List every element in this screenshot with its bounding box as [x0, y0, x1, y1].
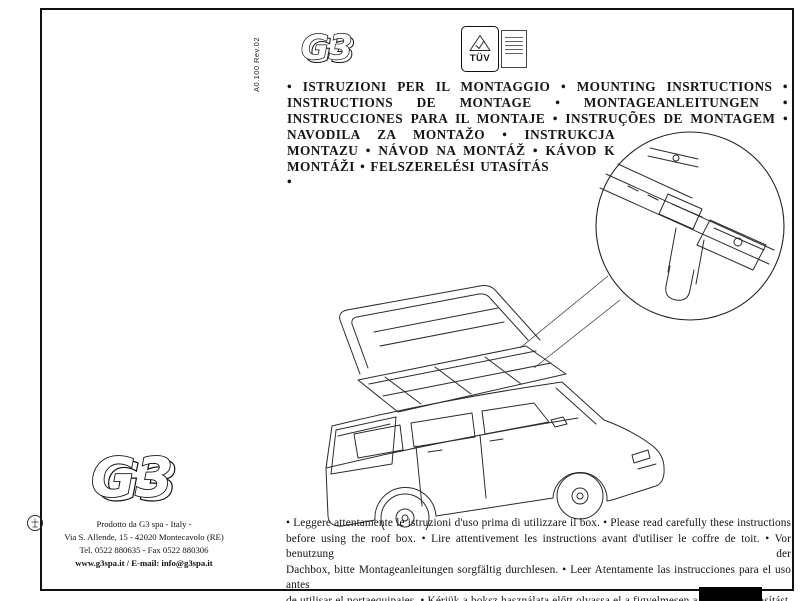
- title-line: • ISTRUZIONI PER IL MONTAGGIO • MOUNTING…: [287, 79, 788, 94]
- quality-stamp-icon: [27, 515, 43, 531]
- tuv-label: TÜV: [469, 53, 491, 64]
- car-illustration: [325, 285, 665, 530]
- tuv-triangle-icon: [469, 35, 491, 51]
- g3-logo-top-icon: G3 G3: [300, 27, 356, 71]
- company-line: Via S. Allende, 15 - 42020 Montecavolo (…: [64, 531, 224, 542]
- car-roofbox-illustration: [325, 131, 785, 530]
- print-registration-mark: [699, 587, 762, 601]
- g3-logo-text: G3: [301, 28, 353, 68]
- notice-line: Dachbox, bitte Montageanleitungen sorgfä…: [286, 563, 791, 592]
- title-line: NAVODILA ZA MONTAŽO • INSTRUKCJA: [287, 126, 615, 142]
- title-line: MONTAZU • NÁVOD NA MONTÁŽ • KÁVOD K: [287, 142, 615, 158]
- leader-lines: [519, 275, 621, 369]
- notice-line: de utilisar el portaequipajes. • Kérjük …: [286, 594, 791, 601]
- mounting-detail-inset: [595, 131, 785, 321]
- usage-notice: • Leggere attentamente le istruzioni d'u…: [286, 516, 791, 601]
- title-line: INSTRUCCIONES PARA IL MONTAJE • INSTRUÇÕ…: [287, 110, 788, 126]
- tuv-certification-badge: TÜV: [461, 26, 527, 72]
- g3-logo-text: G3: [91, 446, 173, 509]
- notice-line: • Leggere attentamente le istruzioni d'u…: [286, 517, 791, 529]
- tailgate-open: [339, 285, 541, 375]
- rear-wheel: [380, 493, 430, 530]
- front-wheel: [556, 472, 604, 520]
- company-line: Tel. 0522 880635 - Fax 0522 880306: [79, 544, 209, 555]
- revision-label: A0.100 Rev.02: [252, 37, 261, 92]
- g3-logo-bottom-icon: G3 G3: [90, 445, 178, 514]
- company-address-block: Prodotto da G3 spa - Italy - Via S. Alle…: [46, 518, 242, 570]
- notice-line: before using the roof box. • Lire attent…: [286, 532, 791, 561]
- company-line: Prodotto da G3 spa - Italy -: [96, 519, 192, 529]
- title-line: MONTÁŽI • FELSZERELÉSI UTASÍTÁS •: [287, 158, 549, 190]
- g3-logo-shadow: G3: [96, 450, 178, 513]
- page-frame-border: [40, 8, 794, 591]
- tuv-box: TÜV: [461, 26, 499, 72]
- multilingual-title: • ISTRUZIONI PER IL MONTAGGIO • MOUNTING…: [287, 79, 788, 190]
- g3-logo-shadow: G3: [304, 31, 356, 71]
- company-line: www.g3spa.it / E-mail: info@g3spa.it: [75, 557, 213, 568]
- title-line: INSTRUCTIONS DE MONTAGE • MONTAGEANLEITU…: [287, 94, 788, 110]
- roof-rack-base: [357, 345, 567, 413]
- car-body: [325, 381, 665, 527]
- tuv-cert-text-lines: [501, 30, 527, 68]
